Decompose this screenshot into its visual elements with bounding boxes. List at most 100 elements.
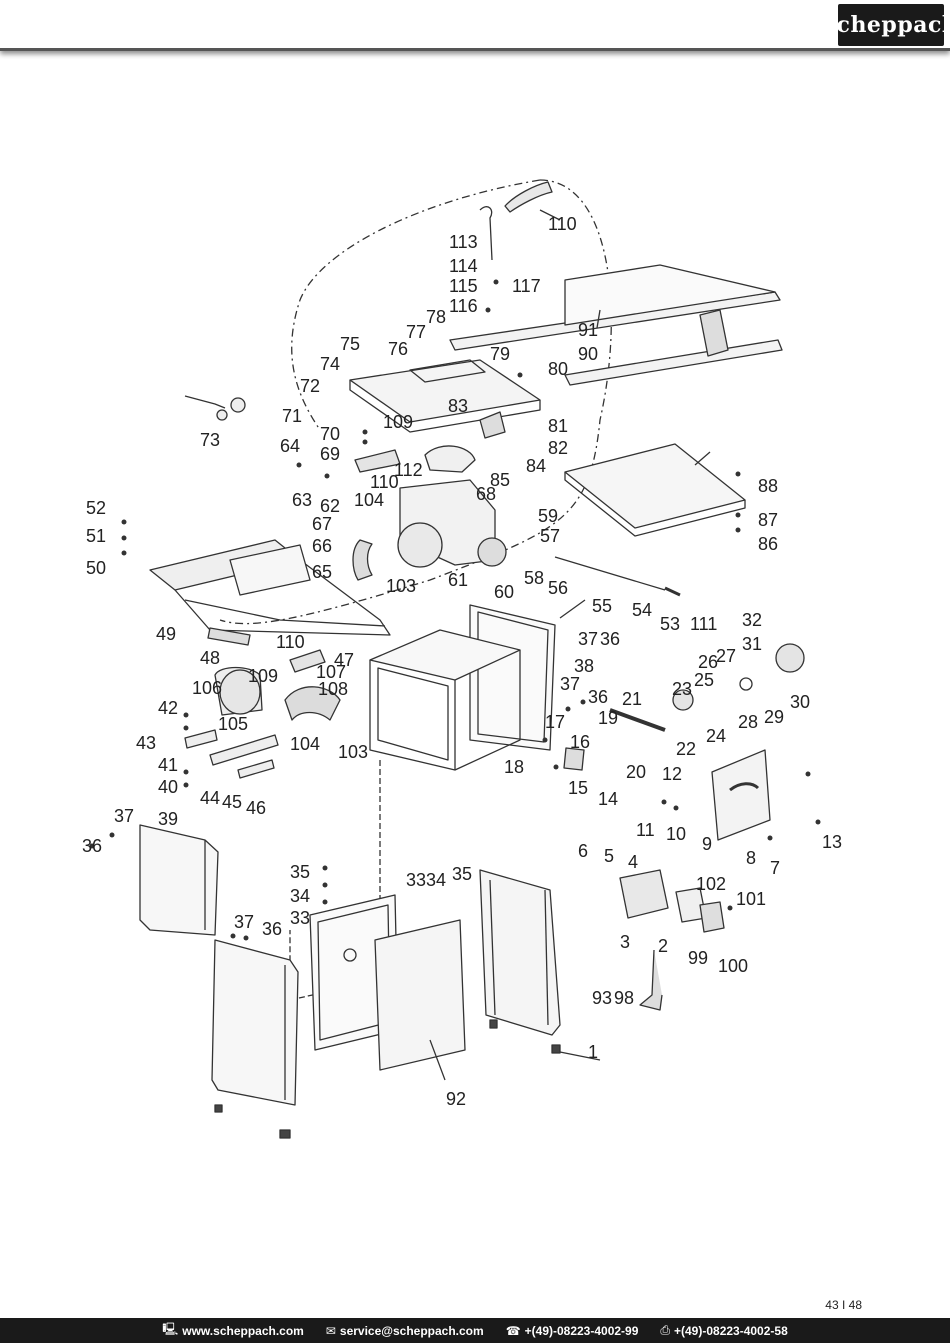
part-number-label: 22 <box>676 739 696 759</box>
part-number-label: 52 <box>86 498 106 518</box>
part-number-label: 37 <box>560 674 580 694</box>
part-number-label: 60 <box>494 582 514 602</box>
part-number-label: 21 <box>622 689 642 709</box>
part-number-label: 84 <box>526 456 546 476</box>
mail-icon: ✉ <box>325 1323 336 1338</box>
part-number-label: 16 <box>570 732 590 752</box>
part-number-label: 34 <box>290 886 310 906</box>
part-number-label: 113 <box>449 232 478 252</box>
part-number-label: 33 <box>290 908 310 928</box>
part-number-label: 4 <box>628 852 638 872</box>
part-number-label: 102 <box>696 874 726 894</box>
part-number-label: 77 <box>406 322 426 342</box>
part-number-label: 110 <box>548 214 577 234</box>
part-number-label: 48 <box>200 648 220 668</box>
part-number-label: 65 <box>312 562 332 582</box>
part-number-label: 109 <box>383 412 413 432</box>
part-number-label: 105 <box>218 714 248 734</box>
part-number-label: 67 <box>312 514 332 534</box>
part-number-label: 109 <box>248 666 278 686</box>
email-text: service@scheppach.com <box>339 1323 484 1338</box>
website-text: www.scheppach.com <box>182 1323 304 1338</box>
part-number-label: 78 <box>426 307 446 327</box>
part-number-label: 70 <box>320 424 340 444</box>
part-number-label: 82 <box>548 438 568 458</box>
part-number-label: 1 <box>588 1042 598 1062</box>
part-number-label: 57 <box>540 526 560 546</box>
header-bar: scheppach <box>0 0 950 51</box>
footer-website[interactable]: 🖳 www.scheppach.com <box>162 1320 304 1341</box>
part-number-label: 10 <box>666 824 686 844</box>
part-number-label: 56 <box>548 578 568 598</box>
brand-logo: scheppach <box>824 4 950 46</box>
part-number-label: 26 <box>698 652 718 672</box>
part-number-label: 117 <box>512 276 541 296</box>
part-number-label: 7 <box>770 858 780 878</box>
part-number-label: 91 <box>578 320 598 340</box>
phone-text: +(49)-08223-4002-99 <box>524 1323 639 1338</box>
part-number-label: 90 <box>578 344 598 364</box>
part-number-label: 71 <box>282 406 302 426</box>
part-number-label: 42 <box>158 698 178 718</box>
part-number-label: 29 <box>764 707 784 727</box>
part-number-label: 38 <box>574 656 594 676</box>
part-number-label: 112 <box>394 460 423 480</box>
part-number-label: 88 <box>758 476 778 496</box>
footer-phone: ☎ +(49)-08223-4002-99 <box>506 1324 639 1338</box>
part-number-label: 114 <box>449 256 478 276</box>
part-number-label: 30 <box>790 692 810 712</box>
part-number-label: 12 <box>662 764 682 784</box>
part-number-label: 36 <box>588 687 608 707</box>
part-number-label: 28 <box>738 712 758 732</box>
part-number-label: 24 <box>706 726 726 746</box>
page-number: 43 I 48 <box>825 1298 862 1312</box>
part-number-label: 34 <box>426 870 446 890</box>
part-number-label: 45 <box>222 792 242 812</box>
part-number-label: 44 <box>200 788 220 808</box>
part-number-label: 15 <box>568 778 588 798</box>
part-number-label: 47 <box>334 650 354 670</box>
footer-email[interactable]: ✉ service@scheppach.com <box>326 1324 484 1338</box>
part-number-label: 14 <box>598 789 618 809</box>
part-number-label: 37 <box>234 912 254 932</box>
part-number-label: 59 <box>538 506 558 526</box>
part-number-label: 19 <box>598 708 618 728</box>
part-number-label: 63 <box>292 490 312 510</box>
part-number-label: 110 <box>276 632 305 652</box>
fax-icon: ⎙ <box>660 1323 670 1337</box>
part-number-label: 100 <box>718 956 748 976</box>
part-number-label: 9 <box>702 834 712 854</box>
part-number-label: 110 <box>370 472 399 492</box>
part-number-label: 13 <box>822 832 842 852</box>
part-number-label: 115 <box>449 276 478 296</box>
part-number-label: 72 <box>300 376 320 396</box>
part-number-label: 2 <box>658 936 668 956</box>
part-number-label: 69 <box>320 444 340 464</box>
part-number-label: 87 <box>758 510 778 530</box>
part-number-label: 104 <box>290 734 320 754</box>
part-number-label: 27 <box>716 646 736 666</box>
part-number-label: 54 <box>632 600 652 620</box>
part-number-label: 40 <box>158 777 178 797</box>
fax-text: +(49)-08223-4002-58 <box>674 1323 788 1338</box>
phone-icon: ☎ <box>505 1323 521 1338</box>
part-number-label: 62 <box>320 496 340 516</box>
part-number-label: 80 <box>548 359 568 379</box>
part-number-label: 50 <box>86 558 106 578</box>
part-number-label: 18 <box>504 757 524 777</box>
part-number-label: 35 <box>452 864 472 884</box>
part-number-label: 108 <box>318 679 348 699</box>
part-number-label: 41 <box>158 755 178 775</box>
part-number-label: 25 <box>694 670 714 690</box>
part-number-label: 20 <box>626 762 646 782</box>
part-number-label: 58 <box>524 568 544 588</box>
part-number-label: 51 <box>86 526 106 546</box>
footer-fax: ⎙ +(49)-08223-4002-58 <box>660 1323 787 1338</box>
part-number-label: 66 <box>312 536 332 556</box>
part-number-label: 17 <box>545 712 565 732</box>
part-number-label: 79 <box>490 344 510 364</box>
part-number-label: 73 <box>200 430 220 450</box>
part-number-label: 61 <box>448 570 468 590</box>
part-number-label: 99 <box>688 948 708 968</box>
